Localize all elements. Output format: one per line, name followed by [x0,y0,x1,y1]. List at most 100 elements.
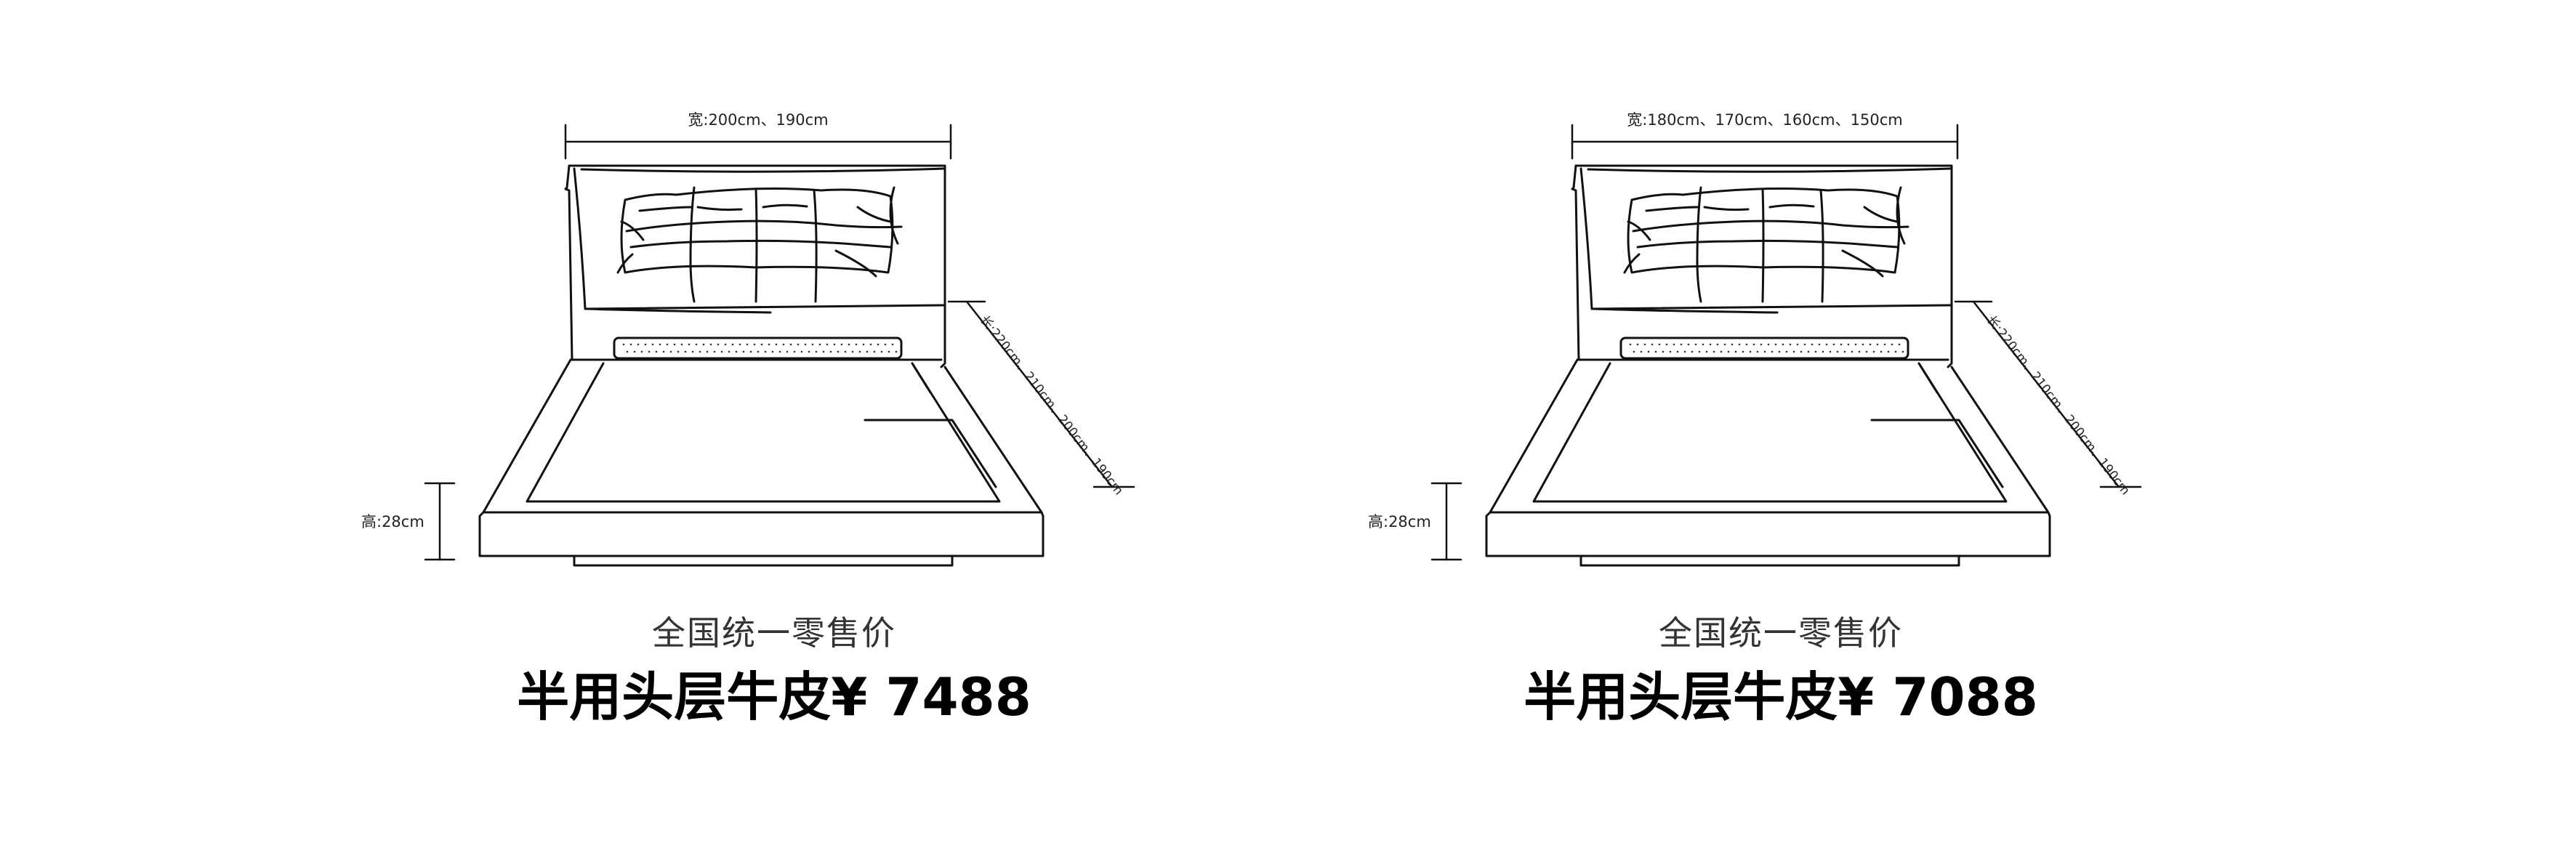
perforation-dot [855,343,858,346]
perforation-dot [1822,350,1824,353]
perforation-dot [1818,343,1821,346]
perforation-dot [1709,343,1712,346]
perforation-dot [793,350,796,353]
perforation-dot [873,350,876,353]
perforation-dot [775,343,778,346]
perforation-dot [1792,350,1795,353]
perforation-dot [1702,343,1704,346]
perforation-dot [706,350,709,353]
perforation-dot [1887,350,1890,353]
price-line: 半用头层牛皮¥ 7088 [1007,654,2555,730]
perforation-dot [869,343,872,346]
perforation-dot [669,350,672,353]
perforation-dot [815,350,818,353]
perforation-dot [866,350,869,353]
perforation-dot [844,350,847,353]
perforation-dot [673,343,676,346]
perforation-dot [829,350,832,353]
perforation-dot [749,350,752,353]
perforation-dot [1883,343,1886,346]
perforation-dot [848,343,850,346]
perforation-dot [782,343,785,346]
perforation-dot [808,350,810,353]
perforation-dot [1676,350,1679,353]
perforation-dot [651,343,654,346]
perforation-dot [1712,350,1715,353]
perforation-dot [1756,350,1759,353]
perforation-dot [655,350,658,353]
perforation-dot [724,343,727,346]
perforation-dot [666,343,669,346]
headboard [1571,164,1953,368]
perforation-dot [778,350,781,353]
perforation-dot [1643,343,1646,346]
perforation-dot [1840,343,1843,346]
perforation-dot [699,350,701,353]
bed-frame [478,358,1045,567]
perforation-dot [1687,343,1690,346]
perforation-dot [840,343,843,346]
perforation-dot [811,343,814,346]
perforation-dot [1771,350,1774,353]
perforation-dot [884,343,887,346]
perforation-dot [1723,343,1726,346]
retail-price-subtitle: 全国统一零售价 [1659,613,1903,653]
perforation-dot [713,350,716,353]
material-label: 半用头层牛皮 [1524,666,1838,727]
price-line: 半用头层牛皮¥ 7488 [0,654,1548,730]
currency-symbol: ¥ [831,666,868,727]
perforation-dot [789,343,792,346]
perforation-dot [768,343,770,346]
perforation-dot [1716,343,1719,346]
perforation-dot [1880,350,1883,353]
perforation-dot [1872,350,1875,353]
perforation-dot [1869,343,1872,346]
bed-frame [1485,358,2051,567]
price-value: 7488 [885,666,1031,727]
perforation-dot [887,350,890,353]
perforation-dot [822,350,825,353]
perforation-dot [1858,350,1861,353]
perforation-dot [691,350,694,353]
perforation-dot [1640,350,1643,353]
perforation-dot [786,350,789,353]
perforation-dot [1760,343,1763,346]
height-label: 高:28cm [361,513,424,531]
perforation-dot [1691,350,1694,353]
perforation-dot [1633,350,1635,353]
perforation-dot [695,343,698,346]
perforation-dot [637,343,640,346]
perforation-dot [1705,350,1708,353]
perforation-dot [1829,350,1832,353]
product-card-2: 宽:180cm、170cm、160cm、150cm 长:220cm、210cm、… [1007,0,2295,859]
perforation-dot [1774,343,1777,346]
perforation-dot [633,350,636,353]
perforation-dot [1876,343,1879,346]
perforation-dot [1698,350,1701,353]
perforation-dot [1843,350,1846,353]
perforation-dot [742,350,745,353]
height-dimension-line [424,482,456,561]
strip-perforations [1629,343,1904,353]
perforation-dot [629,343,632,346]
length-dimension-line [947,300,1135,488]
perforation-dot [1636,343,1639,346]
perforation-dot [738,343,741,346]
perforation-dot [688,343,691,346]
perforation-dot [764,350,767,353]
perforation-dot [1898,343,1901,346]
perforation-dot [1651,343,1654,346]
perforation-dot [1745,343,1748,346]
perforation-dot [837,350,840,353]
perforation-dot [659,343,661,346]
width-label: 宽:180cm、170cm、160cm、150cm [1627,111,1902,129]
perforation-dot [1694,343,1697,346]
perforation-dot [1767,343,1770,346]
perforation-dot [858,350,861,353]
perforation-dot [757,350,760,353]
headboard-strip [1619,336,1909,360]
height-label: 高:28cm [1368,513,1431,531]
currency-symbol: ¥ [1838,666,1875,727]
perforation-dot [735,350,738,353]
perforation-dot [1891,343,1893,346]
